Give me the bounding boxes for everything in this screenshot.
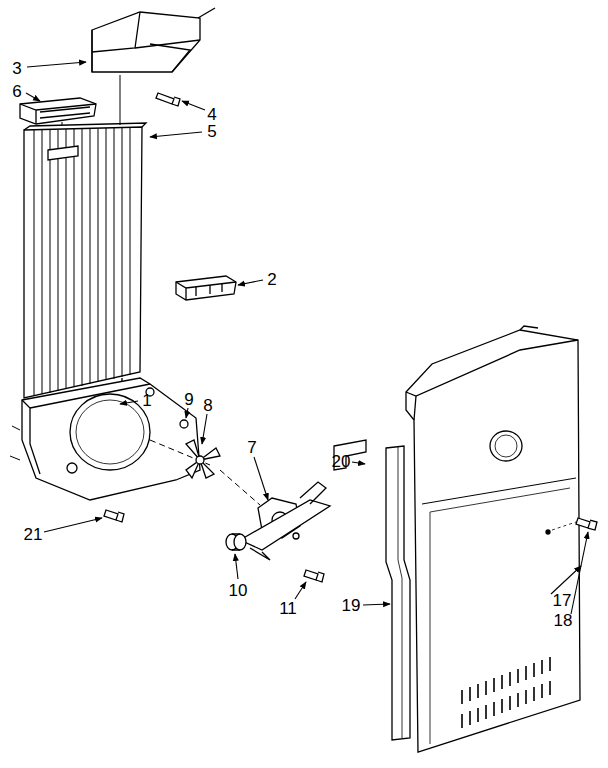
trim-piece <box>20 98 96 124</box>
callout-number: 5 <box>207 123 216 140</box>
screw <box>156 93 180 106</box>
callout-number: 7 <box>247 439 256 456</box>
callout-number: 18 <box>554 612 573 629</box>
screw <box>104 510 124 522</box>
fan-blade <box>186 440 220 478</box>
callout-number: 1 <box>142 392 151 409</box>
fan-motor <box>220 470 330 560</box>
duct-cover <box>92 8 215 72</box>
damper-block <box>176 276 236 300</box>
grommet <box>226 534 246 550</box>
nut <box>180 420 188 428</box>
callout-number: 2 <box>267 271 276 288</box>
callout-number: 21 <box>24 526 43 543</box>
screw <box>304 570 324 582</box>
grille-panel <box>24 75 146 420</box>
callout-number: 6 <box>12 83 21 100</box>
screw <box>552 518 597 530</box>
fan-housing <box>10 378 210 500</box>
callout-number: 3 <box>12 60 21 77</box>
callout-number: 8 <box>203 397 212 414</box>
callout-number: 4 <box>207 106 216 123</box>
rear-panel <box>406 326 580 752</box>
leader-arrows <box>26 62 588 614</box>
insulation-strip <box>386 446 410 740</box>
callout-number: 9 <box>184 391 193 408</box>
callout-number: 19 <box>342 597 361 614</box>
callout-number: 10 <box>229 582 248 599</box>
callout-number: 11 <box>279 600 297 617</box>
callout-number: 17 <box>553 592 572 609</box>
callout-number: 20 <box>332 453 351 470</box>
